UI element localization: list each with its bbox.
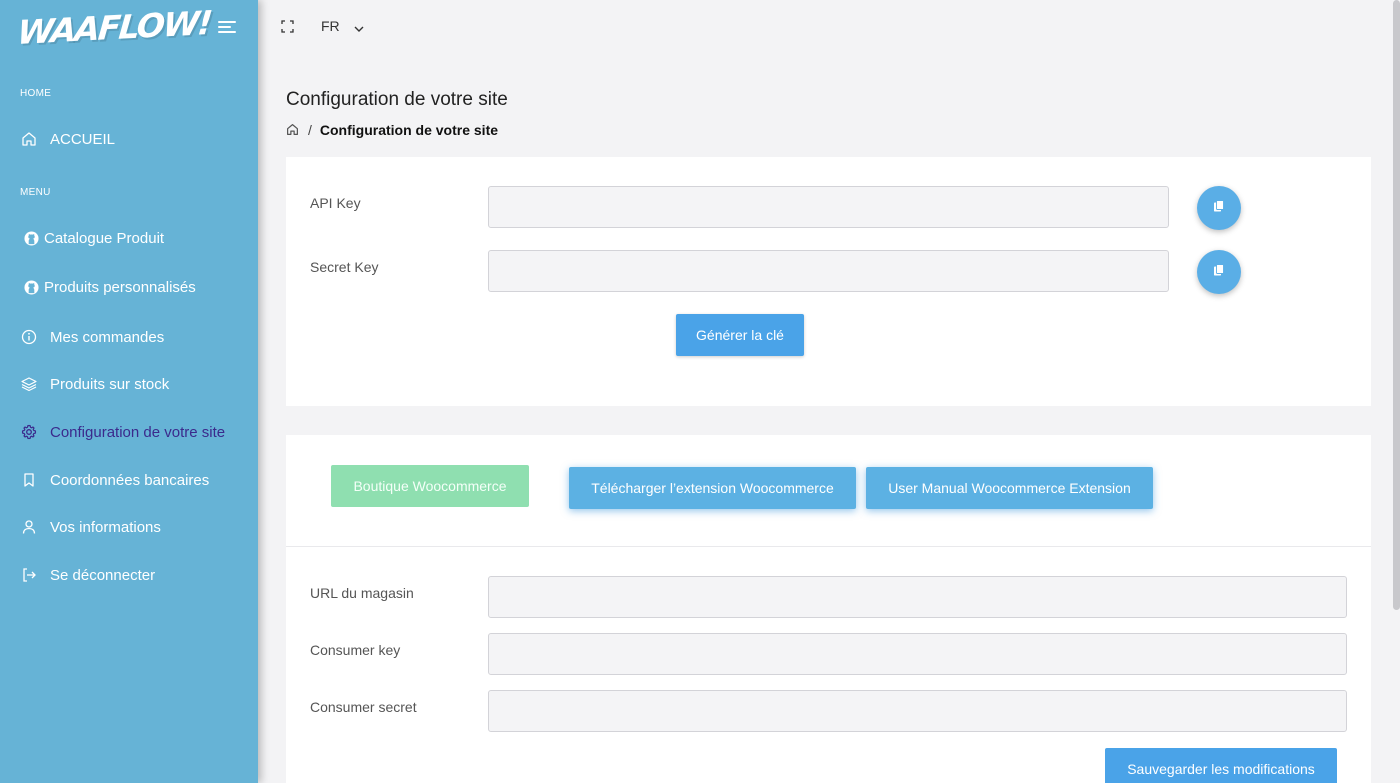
sidebar-item-se-deconnecter[interactable]: Se déconnecter — [0, 557, 258, 593]
section-label-home: HOME — [20, 88, 52, 99]
info-circle-icon — [20, 328, 38, 346]
api-keys-card: API Key Secret Key Générer la clé — [286, 157, 1371, 406]
breadcrumb-current: Configuration de votre site — [319, 122, 499, 138]
sidebar-item-label: Configuration de votre site — [50, 423, 226, 441]
consumer-key-label: Consumer key — [310, 642, 401, 658]
secret-key-input[interactable] — [488, 250, 1169, 292]
sidebar-item-mes-commandes[interactable]: Mes commandes — [0, 319, 258, 355]
language-selector[interactable]: FR — [321, 18, 364, 34]
user-manual-button[interactable]: User Manual Woocommerce Extension — [866, 467, 1153, 509]
consumer-secret-input[interactable] — [488, 690, 1347, 732]
sidebar: WAAFLOW! HOME ACCUEIL MENU Catalogue Pro… — [0, 0, 258, 783]
chevron-down-icon — [354, 21, 364, 32]
breadcrumb: / Configuration de votre site — [286, 122, 498, 138]
breadcrumb-separator: / — [308, 122, 312, 138]
sidebar-item-configuration[interactable]: Configuration de votre site — [0, 414, 258, 450]
store-url-label: URL du magasin — [310, 585, 414, 601]
sidebar-item-coordonnees-bancaires[interactable]: Coordonnées bancaires — [0, 462, 258, 498]
consumer-key-input[interactable] — [488, 633, 1347, 675]
breadcrumb-home-icon[interactable] — [286, 123, 300, 137]
sidebar-item-catalogue-produit[interactable]: Catalogue Produit — [0, 220, 258, 256]
bookmark-icon — [20, 471, 38, 489]
copy-icon — [1213, 200, 1225, 216]
sidebar-item-label: Coordonnées bancaires — [50, 471, 210, 489]
sidebar-item-label: Se déconnecter — [50, 566, 156, 584]
menu-toggle-icon[interactable] — [218, 19, 240, 35]
home-icon — [20, 130, 38, 148]
language-label: FR — [321, 18, 340, 34]
save-changes-button[interactable]: Sauvegarder les modifications — [1105, 748, 1337, 783]
sidebar-item-label: Vos informations — [50, 518, 161, 536]
user-icon — [20, 518, 38, 536]
page-scrollbar[interactable] — [1393, 0, 1400, 610]
consumer-secret-label: Consumer secret — [310, 699, 417, 715]
sidebar-item-vos-informations[interactable]: Vos informations — [0, 509, 258, 545]
github-icon — [22, 229, 40, 247]
copy-api-key-button[interactable] — [1197, 186, 1241, 230]
boutique-woocommerce-button[interactable]: Boutique Woocommerce — [331, 465, 529, 507]
secret-key-label: Secret Key — [310, 259, 379, 275]
woocommerce-card: Boutique Woocommerce Télécharger l’exten… — [286, 435, 1371, 783]
sidebar-item-accueil[interactable]: ACCUEIL — [0, 121, 258, 157]
store-url-input[interactable] — [488, 576, 1347, 618]
layers-icon — [20, 375, 38, 393]
brand-logo[interactable]: WAAFLOW! — [16, 3, 213, 52]
copy-secret-key-button[interactable] — [1197, 250, 1241, 294]
sidebar-item-produits-sur-stock[interactable]: Produits sur stock — [0, 366, 258, 402]
section-label-menu: MENU — [20, 187, 51, 198]
api-key-input[interactable] — [488, 186, 1169, 228]
sidebar-item-label: Catalogue Produit — [44, 229, 165, 247]
card-divider — [286, 546, 1371, 547]
page-title: Configuration de votre site — [286, 89, 508, 110]
generate-key-button[interactable]: Générer la clé — [676, 314, 804, 356]
download-extension-button[interactable]: Télécharger l’extension Woocommerce — [569, 467, 856, 509]
sidebar-item-label: Mes commandes — [50, 328, 165, 346]
fullscreen-icon[interactable] — [281, 20, 294, 33]
sidebar-item-label: Produits personnalisés — [44, 278, 196, 296]
logo-text: WAAFLOW! — [15, 2, 213, 53]
sidebar-item-label: ACCUEIL — [50, 130, 116, 148]
github-icon — [22, 278, 40, 296]
copy-icon — [1213, 264, 1225, 280]
sidebar-item-label: Produits sur stock — [50, 375, 170, 393]
sidebar-item-produits-personnalises[interactable]: Produits personnalisés — [0, 269, 258, 305]
logout-icon — [20, 566, 38, 584]
gear-icon — [20, 423, 38, 441]
api-key-label: API Key — [310, 195, 361, 211]
